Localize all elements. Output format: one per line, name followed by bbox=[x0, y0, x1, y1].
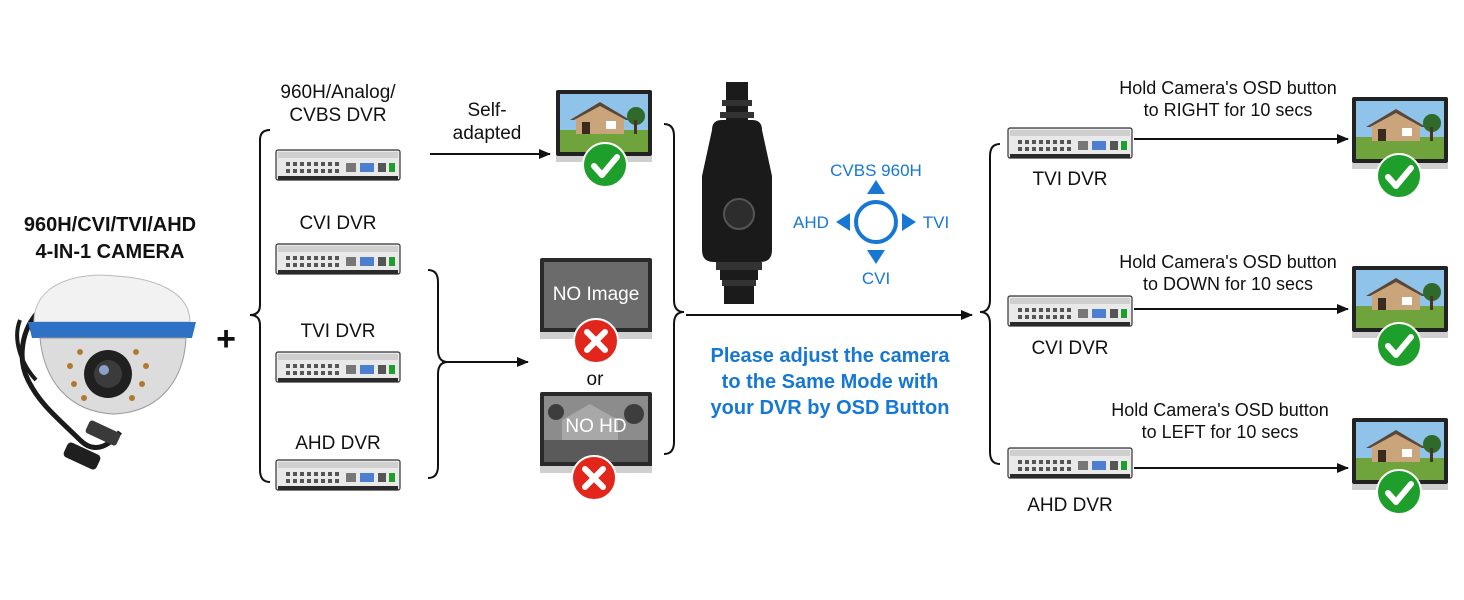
adjust-message-line2: to the Same Mode with bbox=[721, 371, 939, 393]
dvr-label-tvi: TVI DVR bbox=[300, 321, 376, 342]
check-icon bbox=[1377, 154, 1421, 198]
hint-cvi-line1: Hold Camera's OSD button bbox=[1119, 252, 1337, 272]
dvr-recorder-icon bbox=[275, 459, 401, 491]
hint-ahd-line2: to LEFT for 10 secs bbox=[1141, 422, 1299, 442]
osd-label-top: CVBS 960H bbox=[830, 161, 922, 180]
dvr-label-cvbs-line2: CVBS DVR bbox=[289, 105, 387, 126]
self-adapted-line1: Self- bbox=[467, 100, 507, 121]
self-adapted-line2: adapted bbox=[452, 123, 522, 144]
plus-sign: + bbox=[216, 320, 236, 358]
cross-icon bbox=[572, 456, 616, 500]
check-icon bbox=[1377, 470, 1421, 514]
camera-title-line1: 960H/CVI/TVI/AHD bbox=[23, 214, 197, 236]
dome-camera-icon bbox=[15, 274, 196, 470]
right-dvr-label-ahd: AHD DVR bbox=[1027, 495, 1113, 516]
dvr-recorder-icon bbox=[1007, 295, 1133, 327]
right-dvr-label-cvi: CVI DVR bbox=[1031, 338, 1109, 359]
hint-tvi-line2: to RIGHT for 10 secs bbox=[1143, 100, 1313, 120]
dvr-recorder-icon bbox=[275, 351, 401, 383]
monitors-bracket bbox=[663, 123, 685, 455]
hint-ahd-line1: Hold Camera's OSD button bbox=[1111, 400, 1329, 420]
dvr-recorder-icon bbox=[1007, 447, 1133, 479]
check-icon bbox=[583, 143, 627, 187]
dvr-label-cvbs-line1: 960H/Analog/ bbox=[280, 82, 396, 103]
osd-cable-icon bbox=[702, 82, 772, 304]
hint-cvi-line2: to DOWN for 10 secs bbox=[1142, 274, 1314, 294]
cross-icon bbox=[574, 319, 618, 363]
monitor-icon bbox=[540, 392, 652, 473]
dvr-recorder-icon bbox=[275, 243, 401, 275]
monitor-icon bbox=[540, 258, 652, 339]
adjust-message-line1: Please adjust the camera bbox=[710, 345, 950, 367]
osd-label-bottom: CVI bbox=[861, 269, 891, 288]
mid-bracket bbox=[427, 269, 449, 479]
no-hd-text: NO HD bbox=[565, 416, 627, 437]
left-bracket bbox=[249, 129, 271, 483]
no-image-text: NO Image bbox=[552, 284, 640, 305]
osd-label-left: AHD bbox=[793, 213, 829, 232]
dvr-label-ahd: AHD DVR bbox=[295, 433, 381, 454]
right-dvr-label-tvi: TVI DVR bbox=[1032, 169, 1108, 190]
or-text: or bbox=[586, 369, 604, 390]
adjust-message-line3: your DVR by OSD Button bbox=[710, 397, 950, 419]
hint-tvi-line1: Hold Camera's OSD button bbox=[1119, 78, 1337, 98]
dvr-recorder-icon bbox=[1007, 127, 1133, 159]
osd-label-right: TVI bbox=[922, 213, 950, 232]
right-bracket bbox=[979, 143, 1001, 465]
check-icon bbox=[1377, 323, 1421, 367]
camera-title-line2: 4-IN-1 CAMERA bbox=[35, 241, 185, 263]
osd-joystick-icon bbox=[836, 180, 916, 264]
dvr-label-cvi: CVI DVR bbox=[299, 213, 377, 234]
dvr-recorder-icon bbox=[275, 149, 401, 181]
